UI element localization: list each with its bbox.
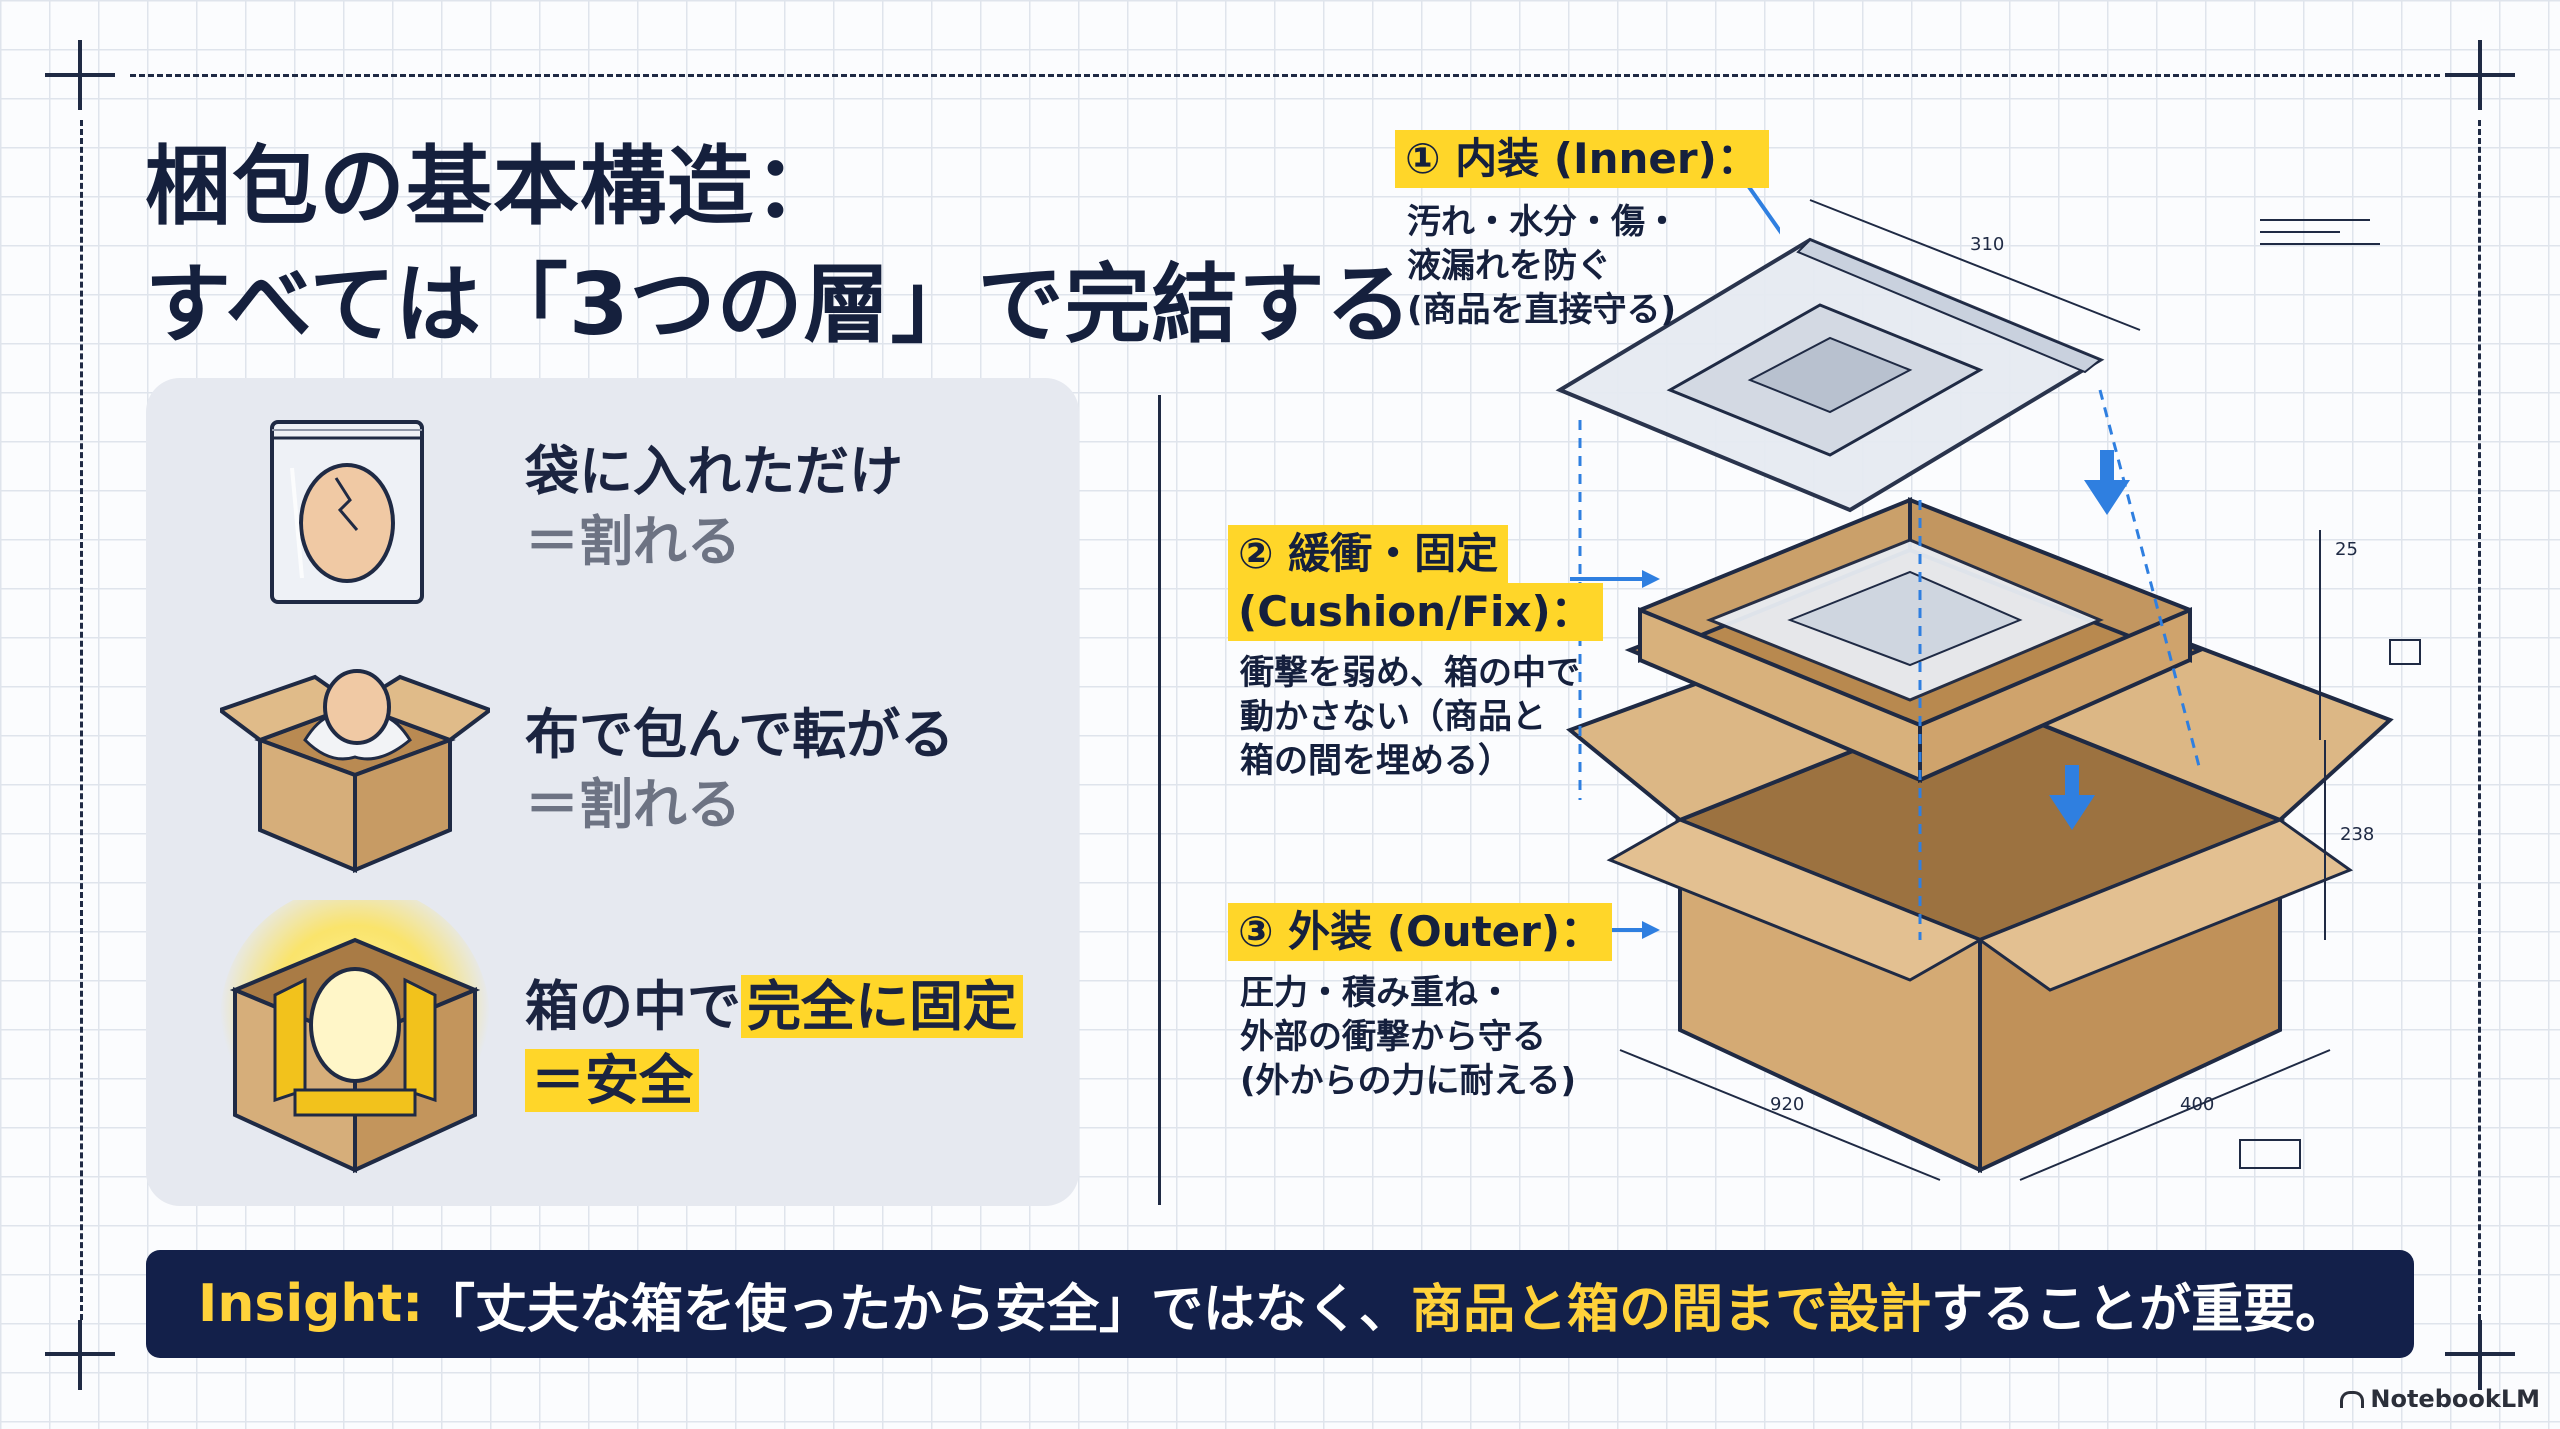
egg-fixed-icon <box>220 900 490 1174</box>
layered-box-diagram: 310 25 238 920 400 <box>1555 199 2421 1181</box>
corner-tr-v <box>2478 40 2482 110</box>
frame-right-line <box>2478 120 2481 1320</box>
example-bag-line2: ＝割れる <box>525 510 741 573</box>
layer-inner: ① 内装 (Inner)： 汚れ・水分・傷・ 液漏れを防ぐ (商品を直接守る) <box>1395 130 1769 332</box>
layer-inner-label: ① 内装 (Inner)： <box>1395 130 1769 188</box>
example-fixed-line2: ＝安全 <box>525 1046 1023 1116</box>
example-fixed-line1: 箱の中で完全に固定 <box>525 972 1023 1042</box>
outer-flap-front-left <box>1606 818 1984 982</box>
example-box-line1: 布で包んで転がる <box>525 703 955 766</box>
example-box-line2: ＝割れる <box>525 773 741 836</box>
wrapped-item-inner <box>1787 570 2023 667</box>
insight-prefix: Insight: <box>198 1274 424 1334</box>
egg-in-bag-icon <box>270 420 424 604</box>
title-line2: すべては「3つの層」で完結する <box>145 255 1413 355</box>
dim-top: 310 <box>1970 234 2004 255</box>
inner-bag-seal <box>1796 238 2102 374</box>
corner-bl-v <box>78 1320 82 1390</box>
dim-bottom-right: 400 <box>2180 1094 2214 1115</box>
example-fixed-line1-a: 箱の中で <box>525 975 741 1038</box>
notebooklm-logo-icon <box>2340 1391 2365 1408</box>
example-fixed-line1-b: 完全に固定 <box>741 975 1023 1038</box>
page-title: 梱包の基本構造： すべては「3つの層」で完結する <box>145 128 1413 364</box>
brand-watermark: NotebookLM <box>2340 1385 2540 1413</box>
layer-inner-desc: 汚れ・水分・傷・ 液漏れを防ぐ (商品を直接守る) <box>1407 202 1679 330</box>
layer-cushion-desc: 衝撃を弱め、箱の中で 動かさない（商品と 箱の間を埋める） <box>1240 653 1580 781</box>
inner-bag-item-label <box>1747 336 1913 414</box>
example-bag-text: 袋に入れただけ ＝割れる <box>525 437 903 577</box>
outer-flap-front-right <box>1976 818 2354 992</box>
corner-tl-v <box>78 40 82 110</box>
layer-outer-desc: 圧力・積み重ね・ 外部の衝撃から守る (外からの力に耐える) <box>1240 973 1577 1101</box>
dim-side-small: 25 <box>2335 539 2358 560</box>
layer-cushion: ② 緩衝・固定 (Cushion/Fix)： 衝撃を弱め、箱の中で 動かさない（… <box>1228 525 1603 783</box>
insight-part1: 「丈夫な箱を使ったから安全」ではなく、 <box>423 1279 1412 1340</box>
insight-banner: Insight: 「丈夫な箱を使ったから安全」ではなく、 商品と箱の間まで設計 … <box>146 1250 2414 1358</box>
egg-in-box-icon <box>220 669 490 874</box>
layer-cushion-label2: (Cushion/Fix)： <box>1228 583 1603 641</box>
corner-br-v <box>2478 1320 2482 1390</box>
layer-outer: ③ 外装 (Outer)： 圧力・積み重ね・ 外部の衝撃から守る (外からの力に… <box>1228 903 1613 1103</box>
example-bag-line1: 袋に入れただけ <box>525 440 903 503</box>
frame-top-line <box>130 74 2440 77</box>
example-fixed-text: 箱の中で完全に固定 ＝安全 <box>525 972 1023 1116</box>
section-divider <box>1158 395 1161 1205</box>
insight-part2: 商品と箱の間まで設計 <box>1411 1279 1932 1340</box>
layer-outer-label: ③ 外装 (Outer)： <box>1228 903 1613 961</box>
insight-part3: することが重要。 <box>1931 1279 2348 1340</box>
down-arrow-1 <box>2084 450 2130 515</box>
frame-left-line <box>80 120 83 1320</box>
down-arrow-2 <box>2049 765 2095 830</box>
dim-side-large: 238 <box>2340 824 2374 845</box>
layer-cushion-label1: ② 緩衝・固定 <box>1228 525 1509 583</box>
example-box-text: 布で包んで転がる ＝割れる <box>525 700 954 840</box>
brand-name: NotebookLM <box>2370 1385 2540 1413</box>
dim-bottom-left: 920 <box>1770 1094 1804 1115</box>
title-line1: 梱包の基本構造： <box>145 137 841 237</box>
